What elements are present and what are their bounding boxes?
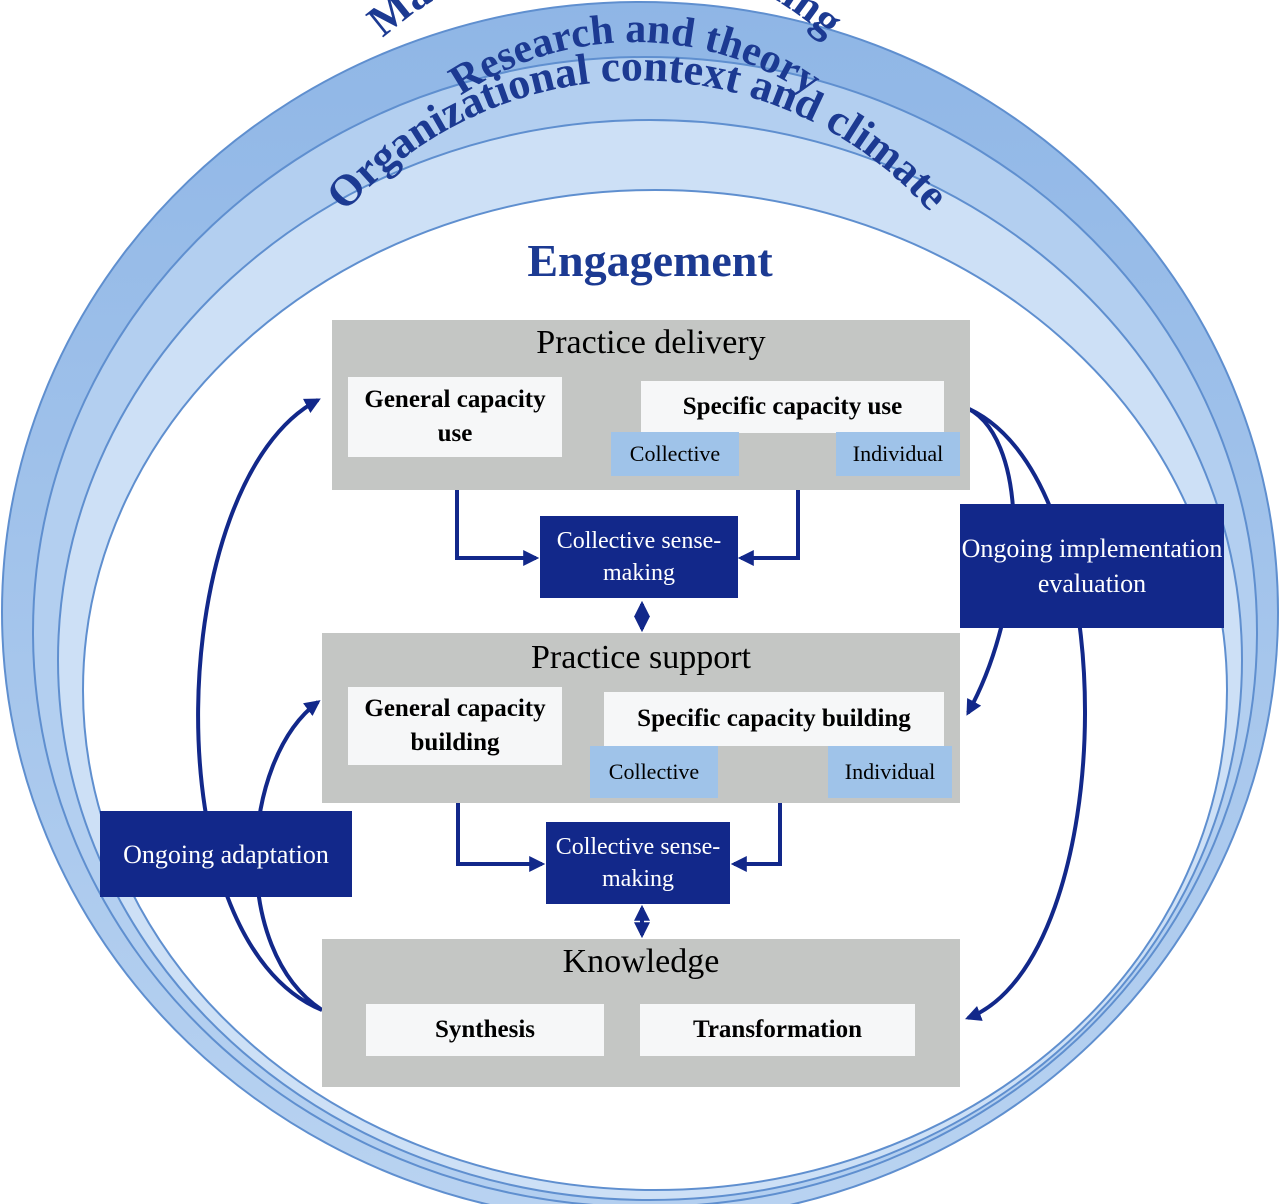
arrow-general-use-to-sense-making <box>449 458 540 566</box>
delivery-individual-box: Individual <box>836 432 960 476</box>
specific-capacity-use-box: Specific capacity use <box>641 381 944 433</box>
ongoing-adaptation-box: Ongoing adaptation <box>100 811 352 897</box>
practice-support-title: Practice support <box>531 639 751 676</box>
practice-delivery-title: Practice delivery <box>536 324 766 361</box>
delivery-collective-box: Collective <box>611 432 739 476</box>
arrow-evaluation-to-knowledge <box>961 404 1087 1021</box>
arrow-individual-use-to-sense-making <box>737 461 806 566</box>
knowledge-title: Knowledge <box>562 943 720 980</box>
synthesis-box: Synthesis <box>366 1004 604 1056</box>
delivery-sense-making-box: Collective sense-making <box>540 516 738 598</box>
ongoing-implementation-evaluation-box: Ongoing implementation evaluation <box>960 504 1224 628</box>
arrow-individual-building-to-sense-making <box>730 784 788 872</box>
general-capacity-building-box: General capacity building <box>348 687 562 765</box>
support-sense-making-box: Collective sense-making <box>546 822 730 904</box>
transformation-box: Transformation <box>640 1004 915 1056</box>
support-individual-box: Individual <box>828 746 952 798</box>
general-capacity-use-box: General capacity use <box>348 377 562 457</box>
support-collective-box: Collective <box>590 746 718 798</box>
specific-capacity-building-box: Specific capacity building <box>604 692 944 746</box>
engagement-label: Engagement <box>527 235 773 286</box>
arrow-adaptation-to-delivery <box>196 398 323 1012</box>
